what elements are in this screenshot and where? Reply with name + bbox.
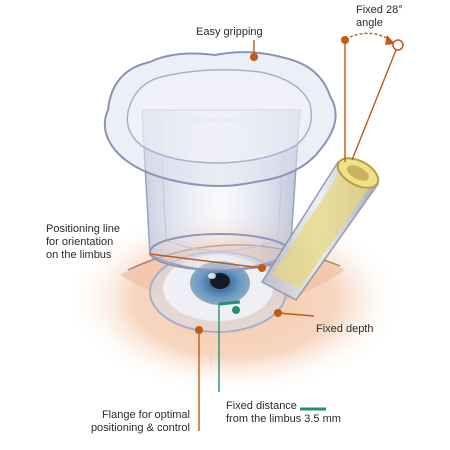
distance-marker [218, 300, 241, 306]
fixed-depth-line [277, 312, 315, 317]
cup-inner-wall [159, 119, 286, 252]
cup-rim-inner [126, 69, 313, 164]
positioning-line-leader [149, 253, 263, 269]
fixed-depth-dot [274, 309, 282, 317]
angle-arc [349, 32, 393, 42]
side-tube [260, 157, 380, 301]
flange-label: Flange for optimal positioning & control [90, 409, 190, 434]
angle-tilted-line [351, 44, 399, 161]
angle-dot [341, 36, 349, 44]
fixed-distance-label: Fixed distance from the limbus 3.5 mm [226, 400, 341, 425]
easy-gripping-dot [250, 53, 258, 61]
easy-gripping-label: Easy gripping [196, 26, 263, 38]
positioning-dot [258, 264, 266, 272]
positioning-line-label: Positioning line for orientation on the … [46, 223, 120, 261]
eye-highlight [208, 273, 216, 279]
fixed-depth-label: Fixed depth [316, 323, 374, 335]
angle-arrow [385, 35, 395, 45]
distance-dot [232, 306, 240, 314]
angle-open-dot [392, 39, 404, 51]
flange-dot [195, 326, 203, 334]
fixed-angle-label: Fixed 28° angle [356, 4, 403, 29]
